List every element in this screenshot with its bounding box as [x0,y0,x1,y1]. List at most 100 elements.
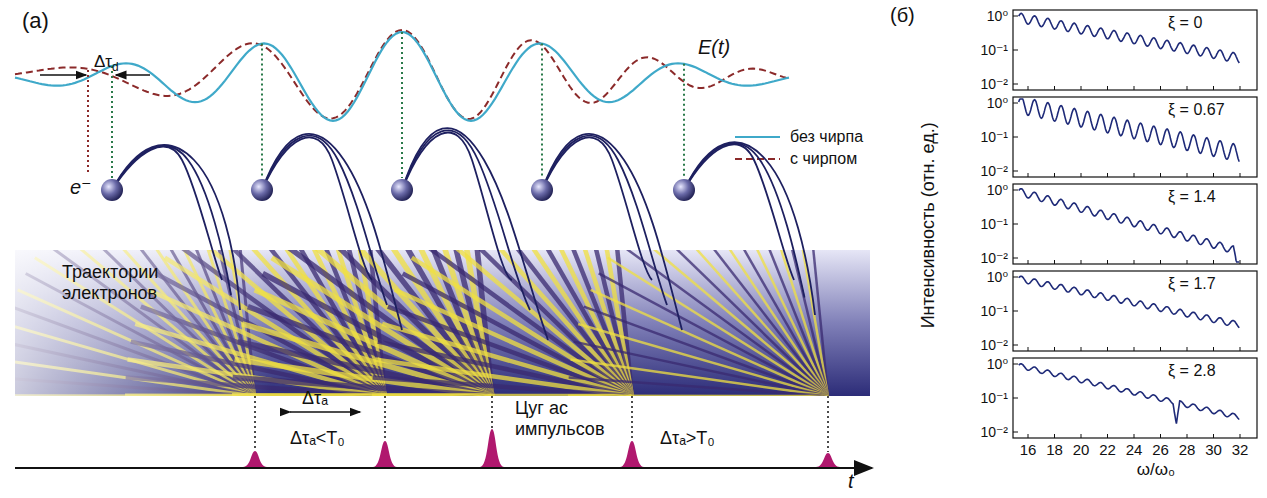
tick [1013,277,1018,278]
tick-label: 28 [1179,441,1196,458]
tick [1081,434,1082,438]
tick-label: 16 [1020,441,1037,458]
tick [1213,347,1214,351]
plot-frame [1013,184,1257,264]
tick [1160,86,1161,90]
tick [1213,173,1214,177]
dotted-line [631,396,633,440]
tick-label: 10⁰ [987,182,1008,198]
figure-label: e⁻ [70,176,92,199]
electron [101,179,123,201]
tick [1187,173,1188,177]
tick [1013,364,1018,365]
tick [1028,347,1029,351]
tick-label: 10⁻¹ [980,390,1008,406]
tick-label: 10⁻² [980,424,1008,440]
tick [1107,347,1108,351]
tick [1013,50,1018,51]
trajectory [684,142,815,315]
tick [1028,434,1029,438]
dotted-line [683,64,685,178]
tick [1013,171,1018,172]
tick [1213,86,1214,90]
tick [1240,173,1241,177]
tick-label: 10⁻² [980,250,1008,266]
figure-label: Δτₐ [302,388,328,409]
tick [1013,398,1018,399]
tick [1213,260,1214,264]
dotted-line [401,32,403,178]
tick [1187,347,1188,351]
tick-label: 10⁻² [980,337,1008,353]
figure-label: ω/ω₀ [1137,460,1175,480]
tick-label: 10⁻¹ [980,216,1008,232]
tick [1054,347,1055,351]
electron [531,179,553,201]
tick-label: 20 [1073,441,1090,458]
figure-label: ξ = 0.67 [1168,101,1225,119]
tick-label: 22 [1099,441,1116,458]
dotted-line [541,44,543,178]
tick [1028,260,1029,264]
figure-label: Δτd [94,52,119,74]
spectrum-curve [1019,189,1240,262]
tick [1081,347,1082,351]
tick [1013,311,1018,312]
tick [1187,86,1188,90]
dotted-line [261,44,263,178]
figure-label: Траектории электронов [62,262,192,303]
tick [1013,345,1018,346]
plot-frame [1013,97,1257,177]
figure-label: (б) [890,4,915,27]
tick [1013,258,1018,259]
attosecond-pulse [480,429,504,467]
tick-label: 24 [1126,441,1143,458]
figure-label: ξ = 0 [1168,14,1202,32]
attosecond-pulse [620,441,644,467]
tick-label: 10⁰ [987,269,1008,285]
tick-label: 10⁰ [987,356,1008,372]
spectrum-curve [1019,99,1240,162]
tick-label: 10⁻¹ [980,129,1008,145]
trajectory [262,136,387,305]
tick-label: 30 [1205,441,1222,458]
tick [1081,260,1082,264]
tick [1013,103,1018,104]
tick [1054,260,1055,264]
trajectory [262,134,402,330]
attosecond-pulse [373,441,397,467]
tick [1213,434,1214,438]
legend-line [735,158,780,160]
tick [1013,224,1018,225]
figure-label: Цуг ас импульсов [515,398,635,439]
tick [1013,84,1018,85]
figure-label: Δτₐ<T₀ [290,428,345,449]
dotted-line [111,66,113,178]
tick [1107,434,1108,438]
figure-label: Интенсивность (отн. ед.) [918,122,939,328]
figure-label: (а) [22,8,49,33]
figure-label: Δτₐ>T₀ [660,428,715,449]
trajectory [542,136,667,305]
tick [1240,86,1241,90]
tick-label: 32 [1232,441,1249,458]
figure-label: ξ = 1.4 [1168,188,1216,206]
trajectory [402,128,548,340]
tick [1107,86,1108,90]
tick [1134,86,1135,90]
tick [1054,434,1055,438]
dotted-line [491,396,493,428]
tick [1013,190,1018,191]
dotted-line [384,396,386,440]
tick [1160,434,1161,438]
electron [673,179,695,201]
legend-text: без чирпа [790,128,863,146]
attosecond-pulse [243,451,267,467]
tick [1240,434,1241,438]
tick [1134,173,1135,177]
plot-frame [1013,10,1257,90]
tick-label: 18 [1046,441,1063,458]
spectrum-curve [1019,13,1240,63]
